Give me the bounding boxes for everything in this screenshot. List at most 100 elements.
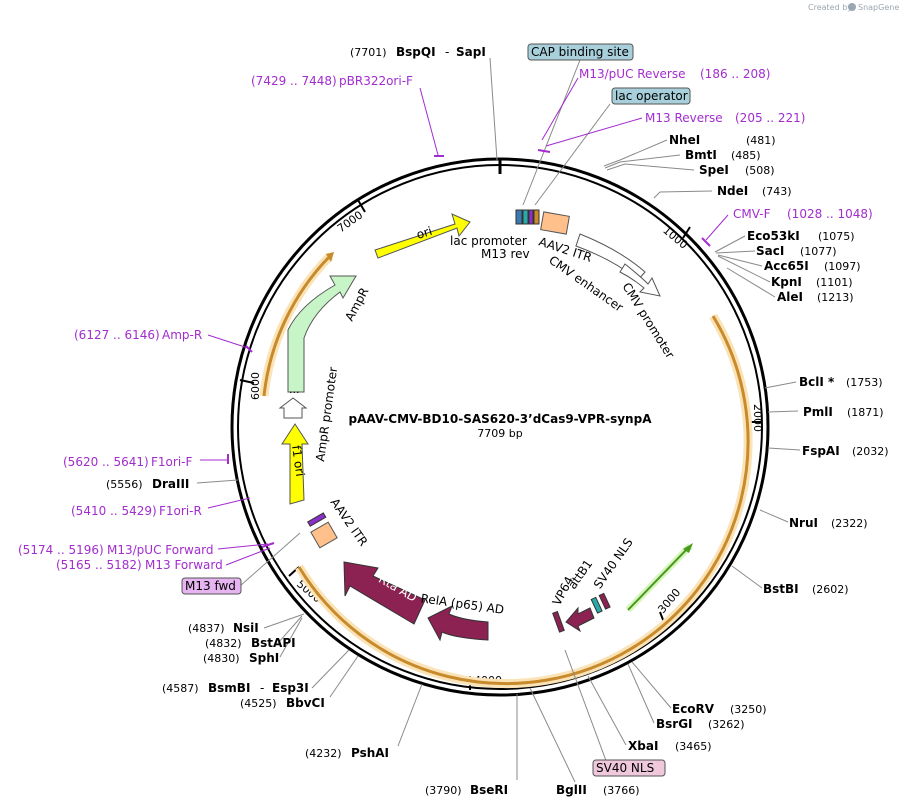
leader-ndei <box>653 190 713 199</box>
site-sapi-name[interactable]: SapI <box>456 45 486 59</box>
pleader-m13-rev <box>545 117 643 147</box>
site-xbai-name[interactable]: XbaI <box>628 739 658 753</box>
cap-site-feature[interactable] <box>522 209 529 225</box>
cap-binding-site-box[interactable] <box>527 43 634 61</box>
site-saci-name[interactable]: SacI <box>756 244 784 258</box>
leader-saci <box>715 250 756 254</box>
site-spei-pos: (508) <box>745 164 775 177</box>
site-kpni-name[interactable]: KpnI <box>771 275 802 289</box>
rta-ad-feature[interactable] <box>343 561 426 625</box>
cmv-promoter-feature[interactable] <box>619 263 661 297</box>
site-draiii-name[interactable]: DraIII <box>152 477 189 491</box>
leader-nhei <box>603 139 668 167</box>
ampr-promoter-feature[interactable] <box>278 397 308 419</box>
aav2-itr-bottom-feature[interactable] <box>310 521 338 549</box>
leader-bsrgi <box>627 663 655 724</box>
site-nhei-name[interactable]: NheI <box>669 133 700 147</box>
vp64-feature[interactable] <box>552 610 565 633</box>
site-ndei-name[interactable]: NdeI <box>717 184 748 198</box>
primer-f1ori-f-name[interactable]: F1ori-F <box>151 455 192 469</box>
site-bstbi-name[interactable]: BstBI <box>763 582 799 596</box>
site-bmti-name[interactable]: BmtI <box>685 148 717 162</box>
m13-fwd-feature[interactable] <box>307 512 327 527</box>
plasmid-name: pAAV-CMV-BD10-SAS620-3’dCas9-VPR-synpA <box>349 412 653 426</box>
site-fspai-name[interactable]: FspAI <box>802 444 840 458</box>
m13-rev-feature[interactable] <box>528 209 534 225</box>
primer-pbr322-name[interactable]: pBR322ori-F <box>339 74 413 88</box>
ori-feature[interactable] <box>374 213 471 259</box>
primer-m13puc-rev-name[interactable]: M13/pUC Reverse <box>579 67 686 81</box>
lac-operator-feature[interactable] <box>533 209 540 225</box>
site-bsmbi-name[interactable]: BsmBI <box>208 681 250 695</box>
site-bsmbi-sep: - <box>260 681 264 695</box>
leader-xbai <box>587 675 627 746</box>
site-pshai-pos: (4232) <box>305 747 342 760</box>
site-bcli-name[interactable]: BclI * <box>799 375 835 389</box>
primer-cmv-f-name[interactable]: CMV-F <box>733 207 771 221</box>
f1-ori-feature[interactable] <box>281 423 309 505</box>
site-bmti-pos: (485) <box>731 149 761 162</box>
ampr-dots: ... <box>289 383 300 396</box>
primer-m13-rev-name[interactable]: M13 Reverse <box>645 111 723 125</box>
primer-f1ori-r-pos: (5410 .. 5429) <box>71 504 157 518</box>
small-cds-feature[interactable] <box>565 606 595 633</box>
m13-fwd-label: M13 fwd <box>185 579 236 593</box>
primer-f1ori-f-pos: (5620 .. 5641) <box>63 455 149 469</box>
site-pshai-name[interactable]: PshAI <box>351 746 389 760</box>
lac-operator-label: lac operator <box>615 89 688 103</box>
primer-f1ori-r-name[interactable]: F1ori-R <box>159 504 202 518</box>
site-bglii-name[interactable]: BglII <box>556 783 587 797</box>
primer-m13puc-fwd-pos: (5174 .. 5196) <box>18 543 104 557</box>
site-bcli-pos: (1753) <box>846 376 883 389</box>
primer-m13-fwd-name[interactable]: M13 Forward <box>145 558 223 572</box>
site-nsii-name[interactable]: NsiI <box>233 621 259 635</box>
attb1-feature[interactable] <box>590 596 603 614</box>
primer-amp-r-name[interactable]: Amp-R <box>162 328 202 342</box>
leader-nsii <box>263 613 305 629</box>
sv40-nls-feature[interactable] <box>598 592 611 610</box>
leader-nrui <box>759 509 789 523</box>
site-esp3i-name[interactable]: Esp3I <box>272 681 309 695</box>
sv40-nls-box[interactable] <box>592 759 666 777</box>
leader-kpni <box>717 255 771 283</box>
site-ecorv-name[interactable]: EcoRV <box>672 702 715 716</box>
site-pmli-name[interactable]: PmlI <box>803 405 833 419</box>
site-bsrgi-pos: (3262) <box>708 718 745 731</box>
leader-lac-operator <box>534 103 611 206</box>
site-bbvci-name[interactable]: BbvCI <box>286 696 325 710</box>
site-saci-pos: (1077) <box>800 245 837 258</box>
snapgene-logo-icon <box>848 3 856 11</box>
site-ndei-pos: (743) <box>762 185 792 198</box>
site-bspqi-name[interactable]: BspQI <box>396 45 436 59</box>
aav2-itr-top-feature[interactable] <box>540 211 570 235</box>
site-acc65i-name[interactable]: Acc65I <box>764 259 809 273</box>
site-pmli-pos: (1871) <box>847 406 884 419</box>
lac-operator-box[interactable] <box>611 87 691 105</box>
site-eco53ki-name[interactable]: Eco53kI <box>747 229 800 243</box>
site-bstapi-name[interactable]: BstAPI <box>251 636 296 650</box>
site-bseri-name[interactable]: BseRI <box>470 783 508 797</box>
leader-bsmbi <box>311 649 350 689</box>
pleader-m13puc-fwd <box>217 543 269 550</box>
primer-m13-rev-pos: (205 .. 221) <box>735 111 805 125</box>
site-spei-name[interactable]: SpeI <box>699 163 729 177</box>
left-orange-arc-head <box>326 252 334 262</box>
rela-ad-feature[interactable] <box>427 604 489 642</box>
m13-fwd-box[interactable] <box>181 577 242 595</box>
site-nrui-name[interactable]: NruI <box>789 516 818 530</box>
leader-sphi <box>279 617 303 658</box>
site-bstbi-pos: (2602) <box>812 583 849 596</box>
dcas9-arc <box>297 315 750 686</box>
plasmid-length: 7709 bp <box>477 427 522 440</box>
site-bspqi-sep: - <box>445 45 449 59</box>
site-acc65i-pos: (1097) <box>824 260 861 273</box>
site-sphi-name[interactable]: SphI <box>249 651 279 665</box>
ampr-feature[interactable] <box>287 275 357 393</box>
lac-promoter-feature[interactable] <box>515 209 523 225</box>
created-by-text: Created by <box>808 3 852 12</box>
leader-bstapi <box>277 615 303 644</box>
site-alei-name[interactable]: AleI <box>777 290 803 304</box>
site-bsrgi-name[interactable]: BsrGI <box>656 717 693 731</box>
green-arc <box>627 547 689 611</box>
primer-m13puc-fwd-name[interactable]: M13/pUC Forward <box>107 543 214 557</box>
